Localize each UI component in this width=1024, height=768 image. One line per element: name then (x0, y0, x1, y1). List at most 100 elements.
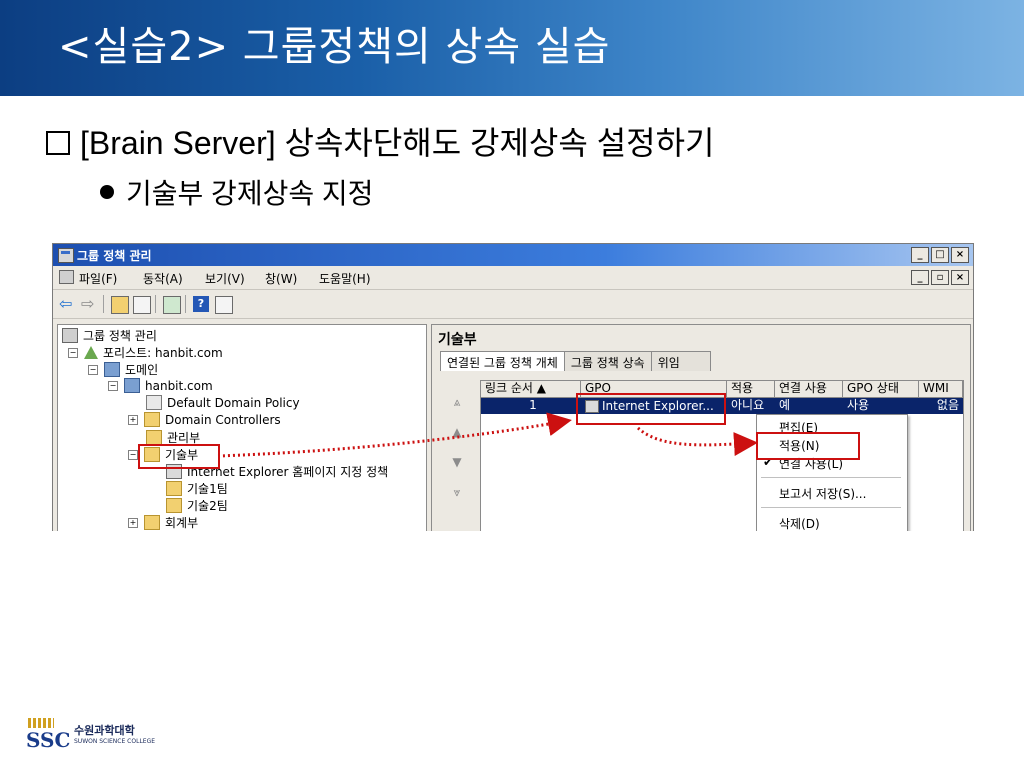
checkbox-bullet-icon (46, 131, 70, 155)
check-icon: ✔ (763, 455, 774, 469)
menu-item-delete[interactable]: 삭제(D) (779, 517, 820, 531)
menu-action[interactable]: 동작(A) (143, 272, 183, 286)
college-logo: SSC 수원과학대학 SUWON SCIENCE COLLEGE (26, 718, 186, 754)
window-titlebar: 그룹 정책 관리 _ □ × (53, 244, 973, 266)
column-gpo[interactable]: GPO (581, 381, 727, 397)
document-icon (59, 270, 74, 284)
cell-enforced: 아니요 (731, 398, 765, 412)
collapse-icon[interactable]: − (88, 364, 98, 375)
minimize-button[interactable]: _ (911, 247, 929, 263)
tree-node-forest[interactable]: − 포리스트: hanbit.com (68, 346, 223, 360)
expand-icon[interactable]: + (128, 517, 138, 528)
move-down-icon[interactable]: ▼ (452, 455, 462, 469)
bullet-level-1: [Brain Server] 상속차단해도 강제상속 설정하기 (46, 118, 714, 164)
details-tabs: 연결된 그룹 정책 개체 그룹 정책 상속 위임 (440, 351, 711, 371)
logo-name-kr: 수원과학대학 (74, 724, 135, 737)
window-title: 그룹 정책 관리 (77, 249, 152, 263)
column-wmi[interactable]: WMI (919, 381, 963, 397)
tree-node-ou-manage[interactable]: 관리부 (146, 429, 200, 446)
dot-bullet-icon (100, 185, 114, 199)
tree-node-root[interactable]: 그룹 정책 관리 (62, 327, 157, 344)
cell-link-order: 1 (529, 398, 537, 412)
show-hide-tree-icon[interactable] (133, 296, 151, 314)
gpmc-app-icon (58, 248, 74, 263)
menu-item-link-enabled[interactable]: 연결 사용(L) (779, 457, 844, 471)
cell-gpo-status: 사용 (847, 398, 870, 412)
gpo-link-icon (146, 395, 162, 410)
list-header: 링크 순서 ▲ GPO 적용 연결 사용 GPO 상태 WMI (481, 381, 963, 398)
gpo-link-icon (585, 399, 599, 413)
tree-node-ou-accounting[interactable]: + 회계부 (128, 515, 199, 530)
bullet-level-2: 기술부 강제상속 지정 (100, 172, 373, 212)
tree-node-team2[interactable]: 기술2팀 (166, 497, 228, 514)
column-gpo-status[interactable]: GPO 상태 (843, 381, 919, 397)
slide-body-blank (0, 531, 1024, 768)
menu-window[interactable]: 창(W) (265, 272, 298, 286)
gpmc-window: 그룹 정책 관리 _ □ × 파일(F) 동작(A) 보기(V) 창(W) 도움… (52, 243, 974, 532)
refresh-icon[interactable] (163, 296, 181, 314)
collapse-icon[interactable]: − (108, 380, 118, 391)
menu-item-edit[interactable]: 편집(E) (779, 421, 819, 435)
move-up-icon[interactable]: ▲ (452, 425, 462, 439)
gpmc-icon (62, 328, 78, 343)
tree-node-team1[interactable]: 기술1팀 (166, 480, 228, 497)
domain-icon (124, 378, 140, 393)
column-link-order[interactable]: 링크 순서 ▲ (481, 381, 581, 397)
maximize-button[interactable]: □ (931, 247, 949, 263)
child-close-button[interactable]: × (951, 270, 969, 285)
child-restore-button[interactable]: ▫ (931, 270, 949, 285)
tab-linked-gpos[interactable]: 연결된 그룹 정책 개체 (440, 351, 565, 371)
details-title: 기술부 (438, 332, 477, 348)
ou-icon (144, 515, 160, 530)
ou-icon (144, 412, 160, 427)
highlight-ou-tech (138, 444, 220, 469)
domains-icon (104, 362, 120, 377)
logo-stripes (28, 718, 54, 728)
properties-icon[interactable] (215, 296, 233, 314)
forest-icon (84, 346, 98, 359)
menu-item-enforced[interactable]: 적용(N) (779, 439, 820, 453)
logo-name-en: SUWON SCIENCE COLLEGE (74, 738, 156, 745)
move-top-icon[interactable]: ⩓ (453, 395, 461, 409)
menu-bar: 파일(F) 동작(A) 보기(V) 창(W) 도움말(H) _ ▫ × (53, 267, 973, 287)
tree-node-domain-controllers[interactable]: + Domain Controllers (128, 412, 281, 427)
tab-delegation[interactable]: 위임 (650, 351, 711, 371)
console-tree: 그룹 정책 관리 − 포리스트: hanbit.com − 도메인 − hanb… (57, 324, 427, 531)
tree-node-domain[interactable]: − hanbit.com (108, 378, 213, 393)
help-icon[interactable]: ? (193, 296, 209, 312)
back-icon[interactable]: ⇦ (59, 294, 73, 313)
tree-node-ie-policy[interactable]: Internet Explorer 홈페이지 지정 정책 (166, 463, 388, 480)
collapse-icon[interactable]: − (128, 449, 138, 460)
bullet-1-text: [Brain Server] 상속차단해도 강제상속 설정하기 (80, 125, 715, 161)
move-bottom-icon[interactable]: ⩔ (453, 485, 461, 499)
slide-header: <실습2> 그룹정책의 상속 실습 (0, 0, 1024, 96)
tree-node-ou-tech[interactable]: − 기술부 (128, 447, 199, 462)
up-folder-icon[interactable] (111, 296, 129, 314)
cell-gpo: Internet Explorer... (581, 398, 727, 414)
slide-title: <실습2> 그룹정책의 상속 실습 (58, 24, 611, 70)
menu-file[interactable]: 파일(F) (79, 272, 118, 286)
logo-mark: SSC (26, 728, 71, 752)
collapse-icon[interactable]: − (68, 347, 78, 358)
expand-icon[interactable]: + (128, 414, 138, 425)
tree-node-default-policy[interactable]: Default Domain Policy (146, 395, 300, 410)
ou-icon (144, 447, 160, 462)
ou-icon (166, 498, 182, 513)
toolbar: ⇦ ⇨ ? (53, 289, 973, 319)
menu-help[interactable]: 도움말(H) (319, 272, 371, 286)
child-minimize-button[interactable]: _ (911, 270, 929, 285)
close-button[interactable]: × (951, 247, 969, 263)
tab-gp-inheritance[interactable]: 그룹 정책 상속 (563, 351, 652, 371)
column-link-enabled[interactable]: 연결 사용 (775, 381, 843, 397)
bullet-2-text: 기술부 강제상속 지정 (126, 178, 374, 209)
cell-link-enabled: 예 (779, 398, 791, 412)
cell-wmi: 없음 (936, 398, 959, 412)
ou-icon (166, 481, 182, 496)
menu-item-save-report[interactable]: 보고서 저장(S)... (779, 487, 867, 501)
column-enforced[interactable]: 적용 (727, 381, 775, 397)
tree-node-domains[interactable]: − 도메인 (88, 362, 159, 377)
menu-view[interactable]: 보기(V) (205, 272, 245, 286)
forward-icon[interactable]: ⇨ (81, 294, 95, 313)
ou-icon (146, 430, 162, 445)
table-row[interactable]: 1 Internet Explorer... 아니요 예 사용 없음 (481, 398, 963, 414)
